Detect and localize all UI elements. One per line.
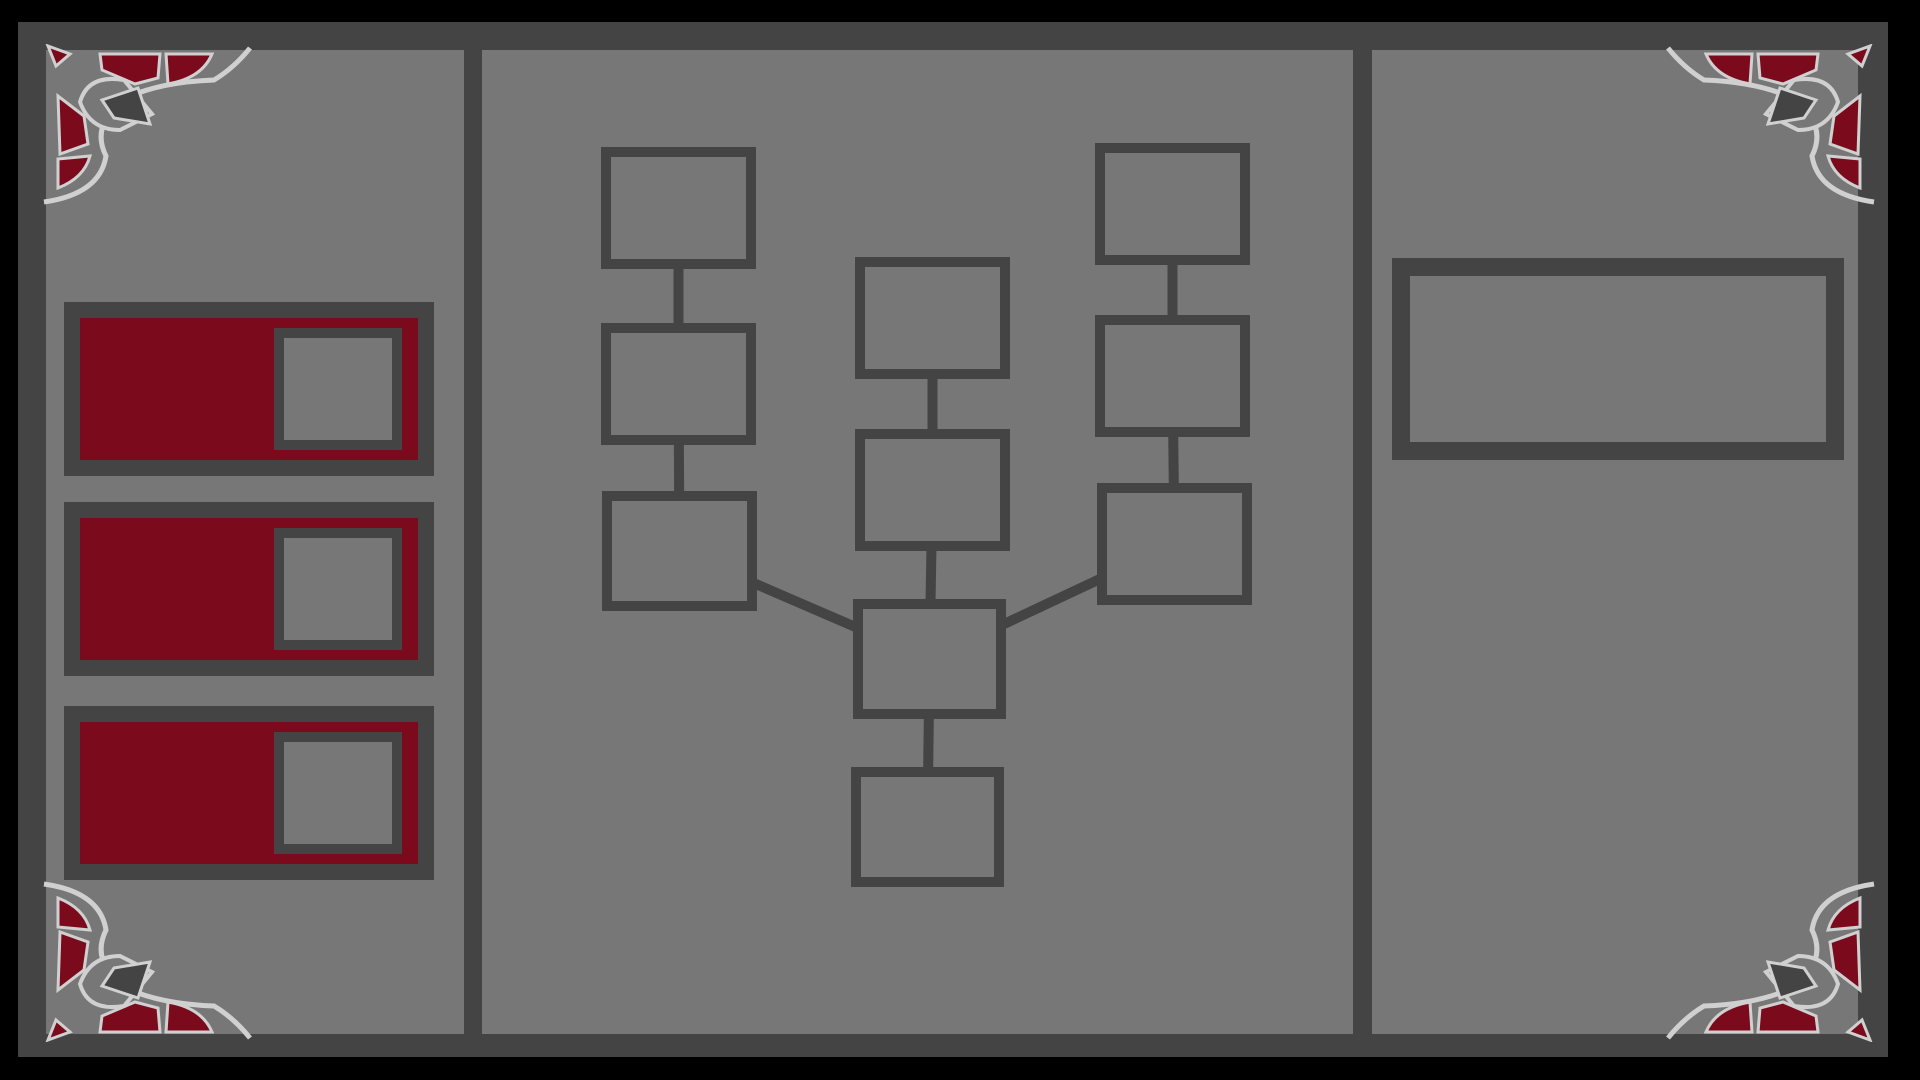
info-text <box>1410 276 1826 300</box>
skill-node-r1[interactable] <box>1095 143 1250 265</box>
info-panel <box>1372 50 1858 1034</box>
character-slot-2[interactable] <box>64 502 434 676</box>
skill-node-l1[interactable] <box>601 147 756 269</box>
skill-node-c3[interactable] <box>853 599 1006 719</box>
skill-node-c4[interactable] <box>851 767 1004 887</box>
slot-portrait <box>274 328 402 450</box>
skill-node-r2[interactable] <box>1095 315 1250 437</box>
skill-node-r3[interactable] <box>1097 483 1252 605</box>
skill-node-c2[interactable] <box>855 429 1010 551</box>
skill-node-l3[interactable] <box>602 491 757 611</box>
skill-node-l2[interactable] <box>601 323 756 445</box>
character-slot-3[interactable] <box>64 706 434 880</box>
character-slot-1[interactable] <box>64 302 434 476</box>
slot-portrait <box>274 528 402 650</box>
skill-node-c1[interactable] <box>855 257 1010 379</box>
slot-portrait <box>274 732 402 854</box>
info-box <box>1392 258 1844 460</box>
